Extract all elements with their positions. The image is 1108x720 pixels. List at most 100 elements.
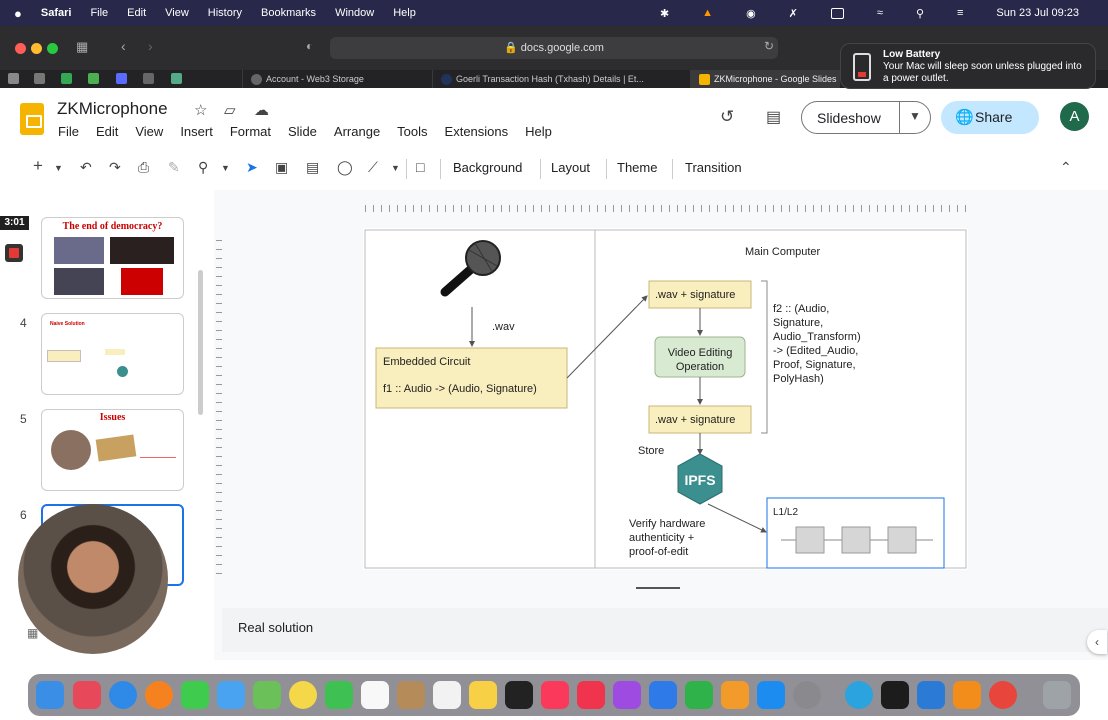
apple-tv-icon[interactable] (505, 681, 533, 709)
slideshow-button[interactable]: Slideshow ▼ (801, 101, 931, 134)
news-icon[interactable] (577, 681, 605, 709)
firefox-icon[interactable] (145, 681, 173, 709)
apple-icon[interactable]: ● (14, 5, 22, 21)
zoom-window-button[interactable] (47, 43, 58, 54)
menu-file[interactable]: File (58, 124, 79, 139)
numbers-icon[interactable] (685, 681, 713, 709)
slide-thumbnail[interactable]: Naive Solution (41, 313, 184, 395)
menu-edit[interactable]: Edit (127, 7, 147, 19)
version-history-icon[interactable]: ↺ (720, 107, 735, 126)
music-icon[interactable] (541, 681, 569, 709)
menu-edit[interactable]: Edit (95, 124, 119, 139)
app-store-icon[interactable] (757, 681, 785, 709)
reload-icon[interactable]: ↻ (764, 39, 775, 53)
chevron-down-icon[interactable]: ▼ (221, 163, 230, 173)
gear-icon[interactable]: ✱ (659, 7, 670, 20)
add-comment-icon[interactable]: □ (416, 159, 425, 175)
shape-icon[interactable]: ◯ (337, 159, 353, 175)
cloud-status-icon[interactable]: ☁ (254, 102, 269, 119)
chevron-down-icon[interactable]: ▼ (54, 163, 63, 173)
menu-slide[interactable]: Slide (288, 124, 317, 139)
safari-icon[interactable] (109, 681, 137, 709)
telegram-icon[interactable] (845, 681, 873, 709)
menu-history[interactable]: History (207, 7, 243, 19)
launchpad-icon[interactable] (73, 681, 101, 709)
menu-view[interactable]: View (135, 124, 164, 139)
menu-file[interactable]: File (90, 7, 109, 19)
avatar[interactable]: A (1060, 102, 1089, 131)
chevron-down-icon[interactable]: ▼ (909, 109, 921, 123)
facetime-icon[interactable] (325, 681, 353, 709)
sidebar-icon[interactable]: ▦ (76, 39, 89, 54)
speaker-notes[interactable]: Real solution (222, 608, 1108, 652)
vscode-icon[interactable] (917, 681, 945, 709)
comments-icon[interactable]: ▤ (766, 109, 782, 126)
search-icon[interactable]: ⚲ (915, 7, 924, 20)
undo-icon[interactable]: ↶ (80, 159, 92, 175)
tab-web3-storage[interactable]: Account - Web3 Storage (242, 70, 432, 88)
address-bar[interactable]: 🔒 docs.google.com (330, 37, 778, 59)
menu-window[interactable]: Window (335, 7, 375, 19)
pinned-tab-icon[interactable] (34, 73, 45, 84)
forward-icon[interactable]: › (148, 38, 153, 54)
mail-icon[interactable] (217, 681, 245, 709)
layout-button[interactable]: Layout (551, 160, 591, 175)
menu-extensions[interactable]: Extensions (444, 124, 509, 139)
podcasts-icon[interactable] (613, 681, 641, 709)
mute-icon[interactable]: ✗ (788, 7, 798, 20)
chrome-icon[interactable] (989, 681, 1017, 709)
pinned-tab-icon[interactable] (88, 73, 99, 84)
collapse-toolbar-icon[interactable]: ⌃ (1060, 159, 1072, 175)
select-icon[interactable]: ➤ (246, 159, 258, 175)
print-icon[interactable]: ⎙ (138, 159, 150, 175)
pages-icon[interactable] (721, 681, 749, 709)
system-settings-icon[interactable] (793, 681, 821, 709)
clock[interactable]: Sun 23 Jul 09:23 (996, 7, 1079, 19)
move-folder-icon[interactable]: ▱ (224, 102, 236, 119)
pinned-tab-icon[interactable] (143, 73, 154, 84)
menu-format[interactable]: Format (229, 124, 271, 139)
tab-etherscan[interactable]: Goerli Transaction Hash (Txhash) Details… (432, 70, 646, 88)
menu-insert[interactable]: Insert (180, 124, 213, 139)
slide-thumbnail[interactable]: The end of democracy? (41, 217, 184, 299)
maps-icon[interactable] (253, 681, 281, 709)
app-menu[interactable]: Safari (40, 7, 72, 19)
pinned-tab-icon[interactable] (8, 73, 19, 84)
close-window-button[interactable] (15, 43, 26, 54)
chevron-down-icon[interactable]: ▼ (391, 163, 400, 173)
image-icon[interactable]: ▤ (306, 159, 320, 175)
notes-app-icon[interactable] (469, 681, 497, 709)
low-battery-notification[interactable]: Low Battery Your Mac will sleep soon unl… (840, 43, 1096, 89)
back-icon[interactable]: ‹ (121, 38, 126, 54)
slides-logo-icon[interactable] (20, 103, 44, 135)
control-center-icon[interactable]: ≡ (957, 7, 964, 19)
vlc-icon[interactable] (953, 681, 981, 709)
slide-thumbnail[interactable]: Issues (41, 409, 184, 491)
vlc-icon[interactable]: ▲ (702, 7, 714, 19)
paint-format-icon[interactable]: ✎ (168, 159, 180, 175)
line-icon[interactable]: ⟋ (368, 159, 378, 175)
pinned-tab-icon[interactable] (61, 73, 72, 84)
wifi-icon[interactable]: ≈ (876, 7, 883, 19)
menu-help[interactable]: Help (525, 124, 552, 139)
menu-help[interactable]: Help (393, 7, 416, 19)
zoom-icon[interactable]: ⚲ (198, 159, 209, 175)
slide[interactable]: .wav Embedded Circuit f1 :: Audio -> (Au… (363, 228, 968, 570)
shield-icon[interactable]: ◐ (306, 39, 314, 53)
pinned-tab-icon[interactable] (116, 73, 127, 84)
new-slide-icon[interactable]: + (33, 156, 43, 175)
minimize-window-button[interactable] (31, 43, 42, 54)
menu-tools[interactable]: Tools (397, 124, 428, 139)
messages-icon[interactable] (181, 681, 209, 709)
status-icon[interactable]: ◉ (746, 7, 756, 20)
redo-icon[interactable]: ↷ (109, 159, 121, 175)
pinned-tab-icon[interactable] (171, 73, 182, 84)
share-button[interactable]: 🌐 Share (941, 101, 1039, 134)
finder-icon[interactable] (36, 681, 64, 709)
side-panel-toggle-icon[interactable]: ‹ (1087, 630, 1107, 654)
text-box-icon[interactable]: ▣ (275, 159, 289, 175)
photos-icon[interactable] (289, 681, 317, 709)
keynote-icon[interactable] (649, 681, 677, 709)
menu-bookmarks[interactable]: Bookmarks (261, 7, 317, 19)
grid-view-icon[interactable]: ▦ (27, 626, 39, 640)
